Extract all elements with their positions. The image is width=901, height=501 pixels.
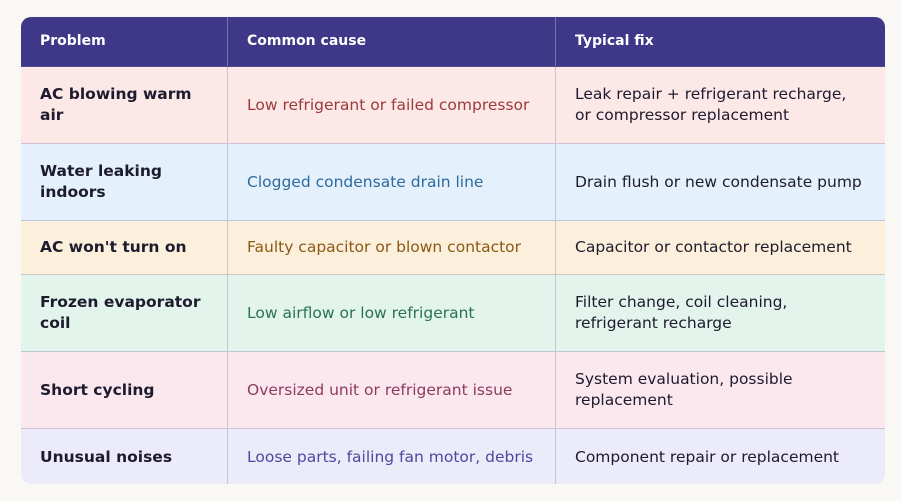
table-header: Problem Common cause Typical fix: [21, 17, 885, 67]
problem-cell: Unusual noises: [21, 429, 228, 484]
problem-cell: AC blowing warm air: [21, 67, 228, 143]
cause-cell: Low refrigerant or failed compressor: [228, 67, 556, 143]
problem-cell: Water leaking indoors: [21, 144, 228, 220]
cause-cell: Oversized unit or refrigerant issue: [228, 352, 556, 428]
cause-cell: Low airflow or low refrigerant: [228, 275, 556, 351]
cause-cell: Faulty capacitor or blown contactor: [228, 221, 556, 274]
problem-cell: AC won't turn on: [21, 221, 228, 274]
header-common-cause: Common cause: [228, 17, 556, 66]
fix-cell: Capacitor or contactor replacement: [575, 238, 852, 256]
table-row: Water leaking indoors Clogged condensate…: [21, 144, 885, 221]
cause-cell: Clogged condensate drain line: [228, 144, 556, 220]
table-row: Frozen evaporator coil Low airflow or lo…: [21, 275, 885, 352]
cause-cell: Loose parts, failing fan motor, debris: [228, 429, 556, 484]
problem-cell: Frozen evaporator coil: [21, 275, 228, 351]
table-row: AC blowing warm air Low refrigerant or f…: [21, 67, 885, 144]
fix-cell: Leak repair + refrigerant recharge, or c…: [575, 85, 847, 124]
table-row: Unusual noises Loose parts, failing fan …: [21, 429, 885, 484]
problem-cell: Short cycling: [21, 352, 228, 428]
fix-cell: System evaluation, possible replacement: [575, 370, 793, 409]
table-row: Short cycling Oversized unit or refriger…: [21, 352, 885, 429]
fix-cell: Filter change, coil cleaning, refrigeran…: [575, 293, 788, 332]
fix-cell: Drain flush or new condensate pump: [575, 172, 862, 191]
header-problem: Problem: [21, 17, 228, 66]
table-row: AC won't turn on Faulty capacitor or blo…: [21, 221, 885, 275]
fix-cell: Component repair or replacement: [575, 447, 840, 466]
header-typical-fix: Typical fix: [575, 33, 654, 49]
troubleshooting-table: Problem Common cause Typical fix AC blow…: [21, 17, 885, 484]
